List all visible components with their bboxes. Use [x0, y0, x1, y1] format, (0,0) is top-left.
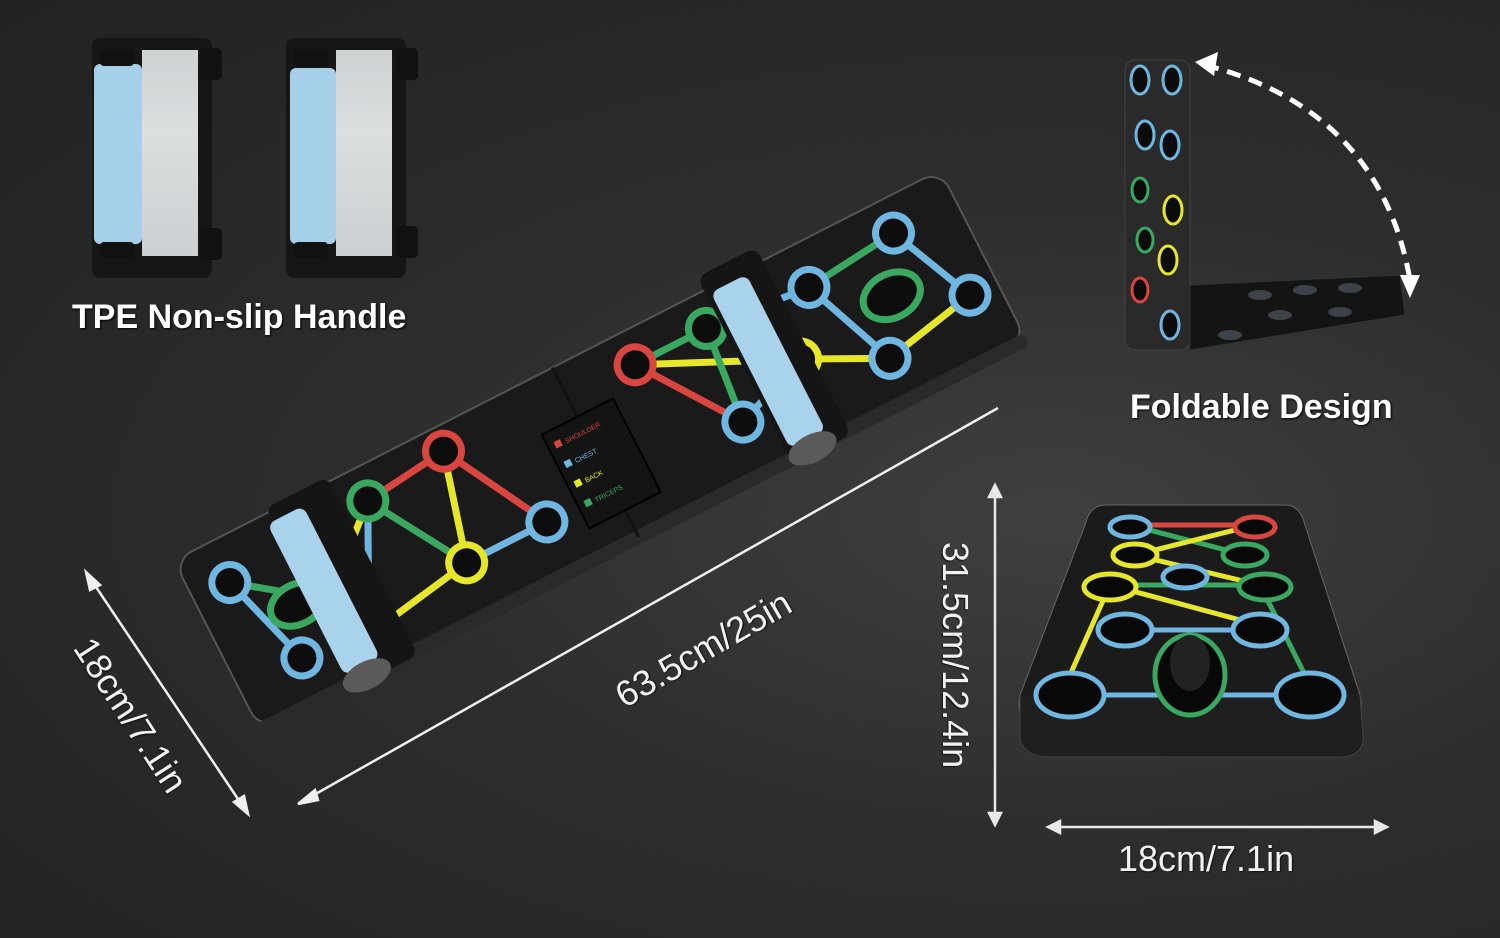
fold-feature-label: Foldable Design: [1130, 388, 1393, 426]
handle-closeup-right: [286, 38, 418, 278]
folded-board-topview: [1018, 504, 1364, 758]
folded-board-illustration: [1124, 52, 1420, 351]
width-dimension-arrow: [83, 568, 251, 818]
handle-closeup-left: [92, 38, 222, 278]
muscle-legend: SHOULDER CHEST BACK TRICEPS: [540, 397, 663, 530]
board-handle-right: [700, 250, 848, 466]
handle-feature-label: TPE Non-slip Handle: [72, 298, 407, 336]
folded-width-label: 18cm/7.1in: [1118, 838, 1295, 879]
folded-length-label: 31.5cm/12.4in: [935, 542, 976, 769]
handle-closeups: [92, 38, 418, 278]
fold-arrow: [1204, 62, 1413, 281]
board-handle-left: [268, 480, 415, 693]
length-dimension-arrow: [297, 406, 999, 806]
